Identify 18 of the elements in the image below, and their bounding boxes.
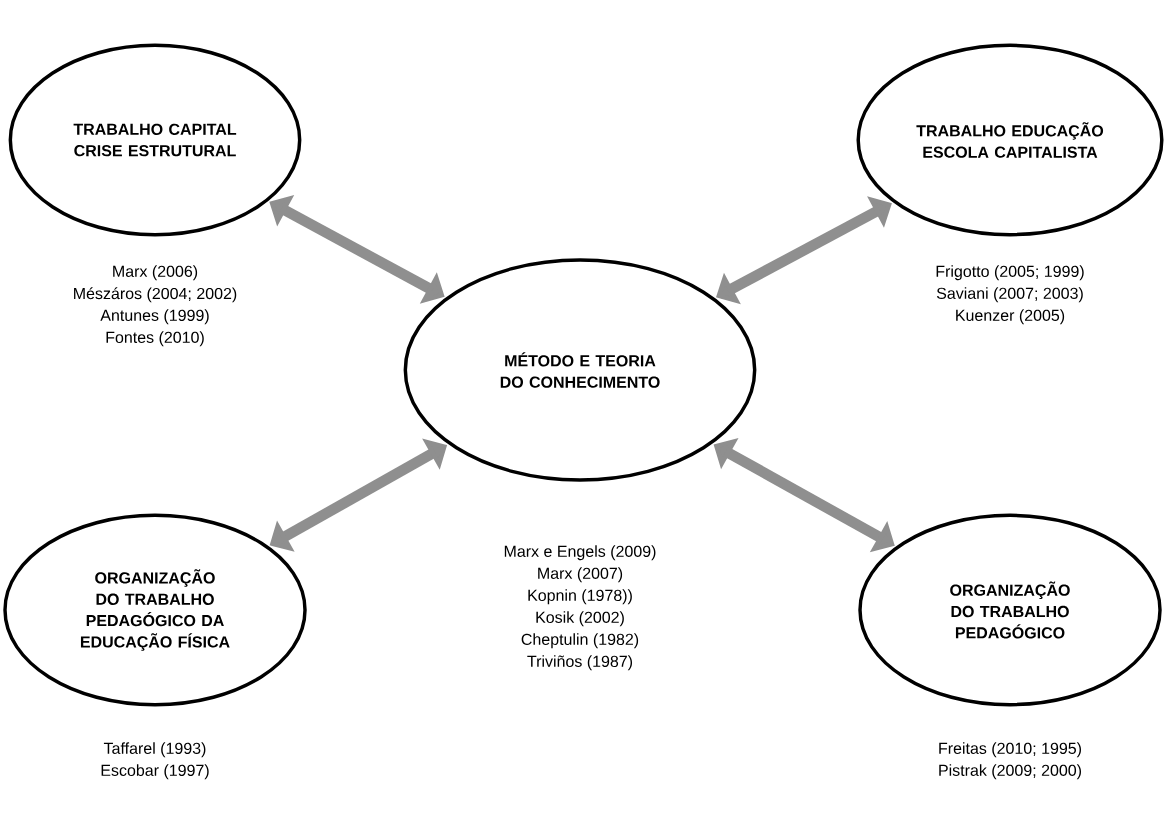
citation: Escobar (1997) — [101, 764, 209, 780]
double-arrow — [716, 196, 892, 305]
citation: Saviani (2007; 2003) — [936, 287, 1083, 303]
citation: Kuenzer (2005) — [956, 309, 1065, 325]
citation: Kopnin (1978)) — [528, 589, 632, 605]
citation: Kosik (2002) — [536, 611, 624, 627]
citation: Taffarel (1993) — [103, 742, 206, 758]
citation: Frigotto (2005; 1999) — [936, 265, 1084, 281]
citation: Mészáros (2004; 2002) — [74, 287, 237, 303]
citation: Triviños (1987) — [527, 655, 633, 671]
citation: Pistrak (2009; 2000) — [939, 764, 1081, 780]
citation: Antunes (1999) — [100, 309, 209, 325]
citation: Marx e Engels (2009) — [504, 545, 656, 561]
citation: Marx (2006) — [113, 265, 198, 281]
citation: Marx (2007) — [538, 567, 623, 583]
citation: Freitas (2010; 1995) — [939, 742, 1081, 758]
citation: Cheptulin (1982) — [521, 633, 639, 649]
citation: Fontes (2010) — [106, 331, 204, 347]
